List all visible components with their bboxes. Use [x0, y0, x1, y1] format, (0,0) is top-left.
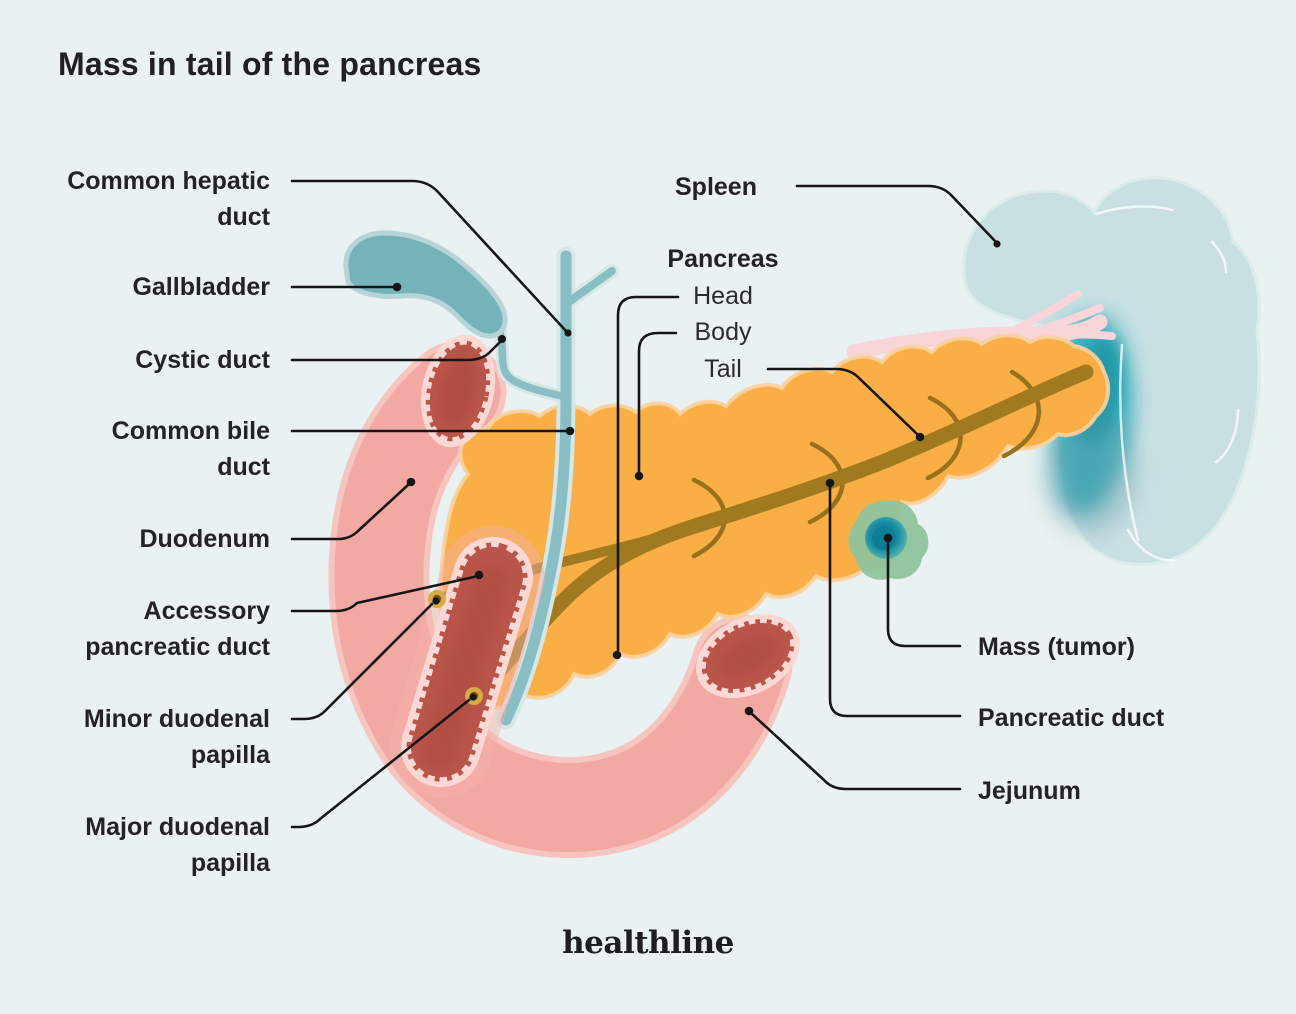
leader-accessory-duct [290, 575, 476, 613]
gallbladder-shape [343, 230, 508, 339]
duodenum-window-cut [389, 525, 545, 799]
label-pancreas: Pancreas [667, 245, 779, 273]
label-common-bile-duct: Common bile duct [111, 417, 270, 481]
leader-pancreas-body [637, 331, 678, 473]
leader-duodenum [290, 483, 410, 541]
leader-lines [290, 179, 997, 829]
cystic-duct-path [496, 328, 570, 401]
label-cystic-duct: Cystic duct [135, 346, 270, 374]
label-jejunum: Jejunum [978, 777, 1081, 805]
hepatic-duct-branch [562, 267, 616, 308]
label-spleen: Spleen [675, 173, 757, 201]
duodenum-top-cut [420, 334, 496, 448]
healthline-logo: healthline [562, 925, 734, 961]
label-pancreatic-duct: Pancreatic duct [978, 704, 1165, 732]
label-pancreas-head: Head [693, 281, 753, 310]
label-gallbladder: Gallbladder [132, 273, 270, 301]
label-pancreas-body: Body [694, 318, 752, 346]
label-pancreas-tail: Tail [704, 354, 742, 383]
leader-jejunum [750, 712, 962, 791]
leader-pancreatic-duct [828, 485, 962, 718]
leader-common-hepatic-duct [290, 179, 568, 333]
common-bile-duct-path [500, 250, 572, 726]
leader-mass-tumor [886, 540, 962, 648]
label-major-duodenal-papilla: Major duodenal papilla [85, 813, 270, 877]
leader-minor-papilla [290, 602, 434, 721]
bile-duct-system [493, 246, 619, 730]
label-mass-tumor: Mass (tumor) [978, 633, 1135, 661]
leader-major-papilla [290, 698, 471, 829]
leader-cystic-duct [290, 340, 502, 362]
label-duodenum: Duodenum [139, 525, 270, 553]
label-common-hepatic-duct: Common hepatic duct [67, 167, 270, 231]
jejunum-cut [696, 613, 800, 699]
label-minor-duodenal-papilla: Minor duodenal papilla [83, 705, 270, 769]
label-accessory-pancreatic-duct: Accessory pancreatic duct [85, 597, 270, 661]
leader-pancreas-head [616, 295, 680, 652]
page-title: Mass in tail of the pancreas [58, 46, 482, 82]
leader-dots [392, 240, 1001, 716]
spleen-creases [1094, 205, 1240, 562]
leader-pancreas-tail [766, 367, 919, 436]
leader-spleen [795, 184, 997, 243]
label-pancreas-group: Pancreas Head Body Tail [648, 241, 798, 387]
